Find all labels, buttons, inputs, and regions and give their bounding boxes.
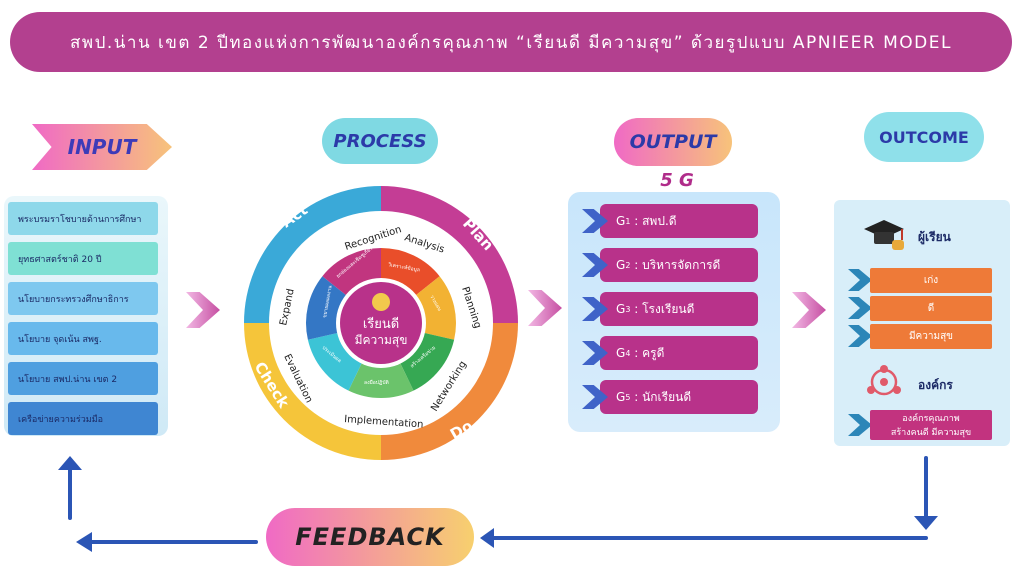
- title-bar: สพป.น่าน เขต 2 ปีทองแห่งการพัฒนาองค์กรคุ…: [10, 12, 1012, 72]
- organization-label: องค์กร: [918, 378, 953, 392]
- organization-item-line: สร้างคนดี มีความสุข: [890, 428, 972, 438]
- g-index: 2: [625, 260, 631, 270]
- g-label: : นักเรียนดี: [634, 389, 692, 404]
- input-header: INPUT: [32, 124, 172, 170]
- learner-item: มีความสุข: [870, 324, 992, 349]
- page-title: สพป.น่าน เขต 2 ปีทองแห่งการพัฒนาองค์กรคุ…: [70, 32, 952, 53]
- input-header-label: INPUT: [67, 135, 137, 159]
- center-text-1: เรียนดี: [363, 316, 399, 332]
- g-index: 3: [625, 304, 631, 314]
- g-index: 4: [625, 348, 631, 358]
- input-item: พระบรมราโชบายด้านการศึกษา: [8, 202, 158, 235]
- arrow-left-icon: [76, 532, 92, 552]
- organization-item: องค์กรคุณภาพ สร้างคนดี มีความสุข: [870, 410, 992, 440]
- learner-item: ดี: [870, 296, 992, 321]
- arrow-down-icon: [914, 516, 938, 530]
- inner-label: ขยายผลผลงาน: [322, 284, 334, 318]
- inner-label: ลงมือปฏิบัติ: [364, 379, 389, 386]
- input-panel: พระบรมราโชบายด้านการศึกษา ยุทธศาสตร์ชาติ…: [4, 196, 168, 436]
- output-header-label: OUTPUT: [629, 131, 717, 153]
- outcome-header: OUTCOME: [864, 112, 984, 162]
- input-item: นโยบาย จุดเน้น สพฐ.: [8, 322, 158, 355]
- feedback-pill: FEEDBACK: [266, 508, 474, 566]
- feedback-label: FEEDBACK: [295, 523, 445, 551]
- g-index: 5: [625, 392, 631, 402]
- arrow-left-icon: [480, 528, 494, 548]
- input-item: นโยบายกระทรวงศึกษาธิการ: [8, 282, 158, 315]
- organization-item-line: องค์กรคุณภาพ: [902, 414, 960, 424]
- g-label: : บริหารจัดการดี: [634, 257, 721, 272]
- input-item: ยุทธศาสตร์ชาติ 20 ปี: [8, 242, 158, 275]
- process-wheel: เรียนดี มีความสุข Recognition Analysis P…: [244, 186, 518, 460]
- g-label: : สพป.ดี: [634, 213, 677, 228]
- input-item: เครือข่ายความร่วมมือ: [8, 402, 158, 435]
- organization-people-icon: [867, 365, 901, 396]
- graduation-cap-icon: [864, 220, 904, 250]
- process-header: PROCESS: [322, 118, 438, 164]
- process-header-label: PROCESS: [333, 130, 427, 152]
- g-index: 1: [625, 216, 631, 226]
- g-label: : ครูดี: [634, 345, 665, 360]
- outcome-header-label: OUTCOME: [879, 127, 969, 147]
- arrow-up-icon: [58, 456, 82, 470]
- learner-label: ผู้เรียน: [918, 230, 951, 244]
- emblem-icon: [372, 293, 390, 311]
- center-text-2: มีความสุข: [355, 333, 408, 348]
- g-label: : โรงเรียนดี: [634, 301, 695, 316]
- input-item: นโยบาย สพป.น่าน เขต 2: [8, 362, 158, 395]
- output-subheader: 5 G: [660, 170, 694, 191]
- output-header: OUTPUT: [614, 118, 732, 166]
- learner-item: เก่ง: [870, 268, 992, 293]
- outcome-panel: ผู้เรียน เก่ง ดี มีความสุข องค์กร องค์กร…: [834, 200, 1010, 446]
